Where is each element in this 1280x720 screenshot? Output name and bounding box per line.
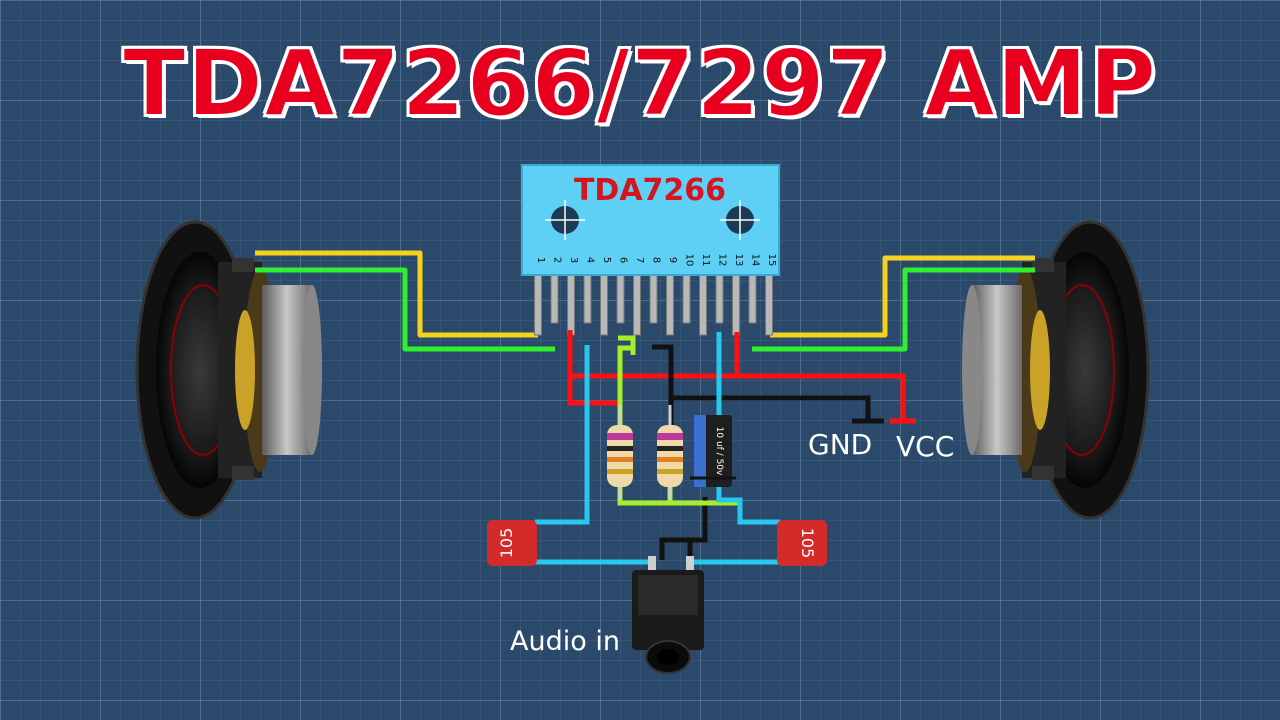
ic-pin-number: 5 [601,257,612,263]
film-capacitor-right: 105 [777,520,827,566]
ic-pin [534,274,542,336]
ic-pin [633,274,641,336]
ic-pin-number: 8 [651,257,662,263]
diagram-title: TDA7266/7297 AMP [122,29,1158,138]
ic-pin [649,274,658,324]
ic-pin-number: 12 [717,254,728,267]
ic-pin-number: 15 [766,254,777,267]
ic-pin-number: 10 [684,254,695,267]
ic-pin-number: 2 [552,257,563,263]
vcc-label: VCC [896,430,955,463]
ic-pin [600,274,608,336]
ic-pin [666,274,674,336]
ic-label: TDA7266 [574,173,726,208]
ic-pin-number: 7 [634,257,645,263]
mounting-hole-icon [720,200,760,240]
speaker-terminal [1032,258,1054,272]
mounting-hole-icon [545,200,585,240]
audio-jack [632,556,704,674]
left-speaker [135,220,322,520]
ic-pin-number: 11 [700,254,711,267]
ic-pin [550,274,559,324]
speaker-wires [255,250,1035,352]
audio-in-label: Audio in [510,626,620,657]
ic-pin [748,274,757,324]
ic-pin-number: 4 [585,257,596,263]
ic-pin [732,274,740,336]
resistor [607,405,633,500]
ic-pins [534,274,773,336]
electrolytic-capacitor: 10 uf / 50v [690,415,736,487]
gnd-label: GND [808,428,873,461]
ic-pin [715,274,724,324]
speaker-terminal [1032,466,1054,480]
ic-pin [699,274,707,336]
ic-pin [583,274,592,324]
ic-pin [765,274,773,336]
speaker-terminal [232,258,254,272]
resistor [657,405,683,500]
film-cap-left-label: 105 [497,528,516,559]
ic-pin [682,274,691,324]
speaker-terminal [232,466,254,480]
film-cap-right-label: 105 [798,528,817,559]
right-speaker [962,220,1150,520]
film-capacitor-left: 105 [487,520,537,566]
ic-pin [567,274,575,336]
ic-pin-number: 1 [535,257,546,263]
electrolytic-cap-label: 10 uf / 50v [714,427,724,476]
ic-pin-number: 6 [618,257,629,263]
ic-pin-number: 9 [667,257,678,263]
ic-pin-number: 13 [733,254,744,267]
ic-pin-number: 14 [750,254,761,267]
ic-pin [616,274,625,324]
ic-pin-number: 3 [568,257,579,263]
